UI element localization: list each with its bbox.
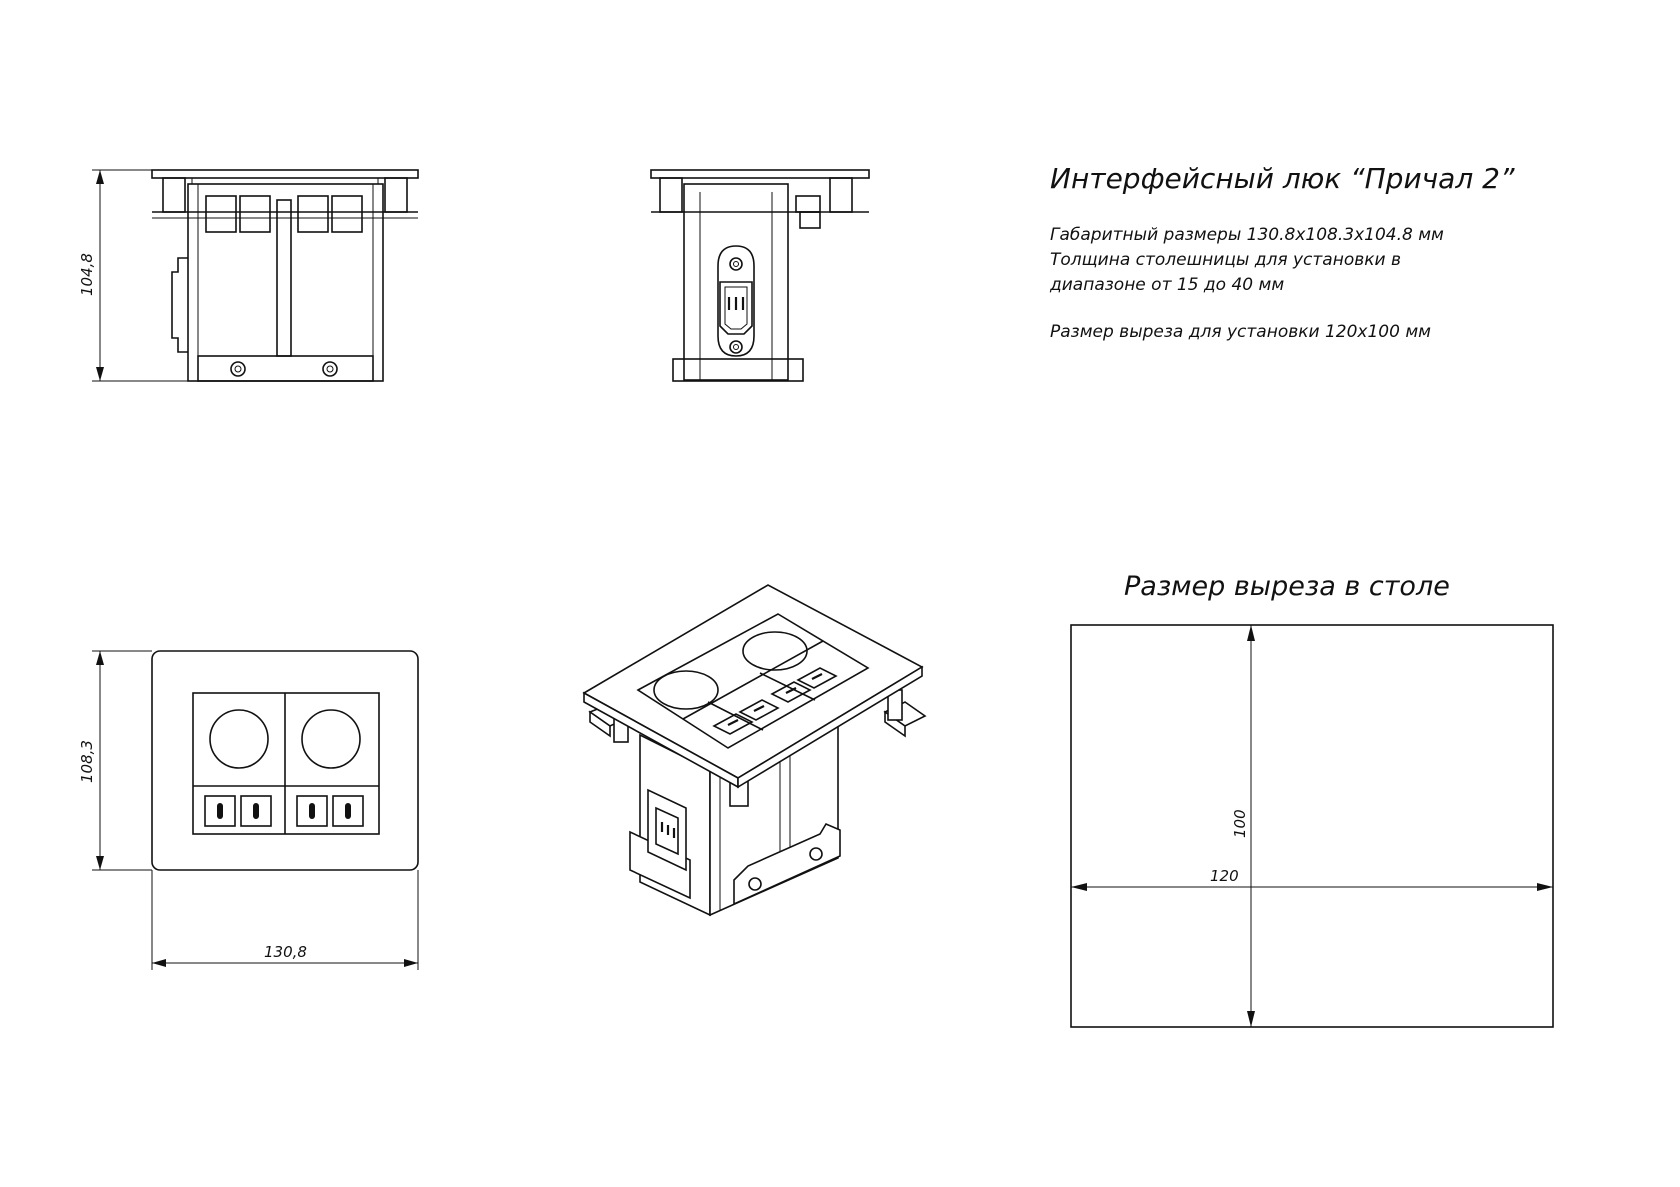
screw-icon [748, 877, 762, 891]
data-port-icon [240, 795, 272, 827]
dim-arrow [152, 959, 166, 967]
description-line-1: Габаритный размеры 130.8x108.3x104.8 мм [1050, 225, 1444, 245]
screw-icon [234, 365, 242, 373]
iso-faceplate-right-edge [737, 665, 923, 789]
side-top-flange [650, 169, 870, 179]
iso-module-split [759, 672, 816, 701]
iso-module-frame [636, 613, 870, 749]
cutout-title: Размер выреза в столе [1124, 571, 1450, 602]
front-body [187, 183, 384, 382]
dim-arrow [1071, 883, 1087, 891]
dim-arrow [96, 367, 104, 381]
iec-power-inlet-icon [647, 788, 687, 872]
side-right-clamp [829, 177, 853, 213]
iso-module-split [707, 701, 764, 731]
front-module-tab-1 [205, 195, 237, 233]
front-module-tab-3 [297, 195, 329, 233]
data-port-icon [796, 667, 838, 689]
data-port-icon [296, 795, 328, 827]
dim-arrow [1247, 625, 1255, 641]
front-bottom-plate [197, 355, 374, 382]
iso-faceplate-top [582, 584, 924, 779]
front-flange-lip [191, 177, 379, 185]
dim-arrow [96, 651, 104, 665]
isometric-view [582, 584, 927, 917]
screw-icon [322, 361, 338, 377]
side-clip-lower [799, 211, 821, 229]
title-block: Интерфейсный люк “Причал 2” Габаритный р… [1049, 162, 1515, 342]
round-socket-icon [301, 709, 361, 769]
top-view: 108,3 130,8 [78, 650, 419, 970]
round-socket-icon [742, 631, 808, 671]
front-right-clamp [384, 177, 408, 213]
screw-icon [230, 361, 246, 377]
data-port-icon [712, 713, 754, 735]
dim-arrow [1247, 1011, 1255, 1027]
description-line-2: Толщина столешницы для установки в [1050, 250, 1401, 270]
iso-module-divider [682, 640, 824, 720]
front-module-tab-2 [239, 195, 271, 233]
top-width-label: 130,8 [264, 943, 307, 961]
round-socket-icon [209, 709, 269, 769]
cutout-rectangle [1070, 624, 1554, 1028]
cutout-height-label: 100 [1231, 809, 1249, 838]
side-clip [795, 195, 821, 213]
screw-icon [326, 365, 334, 373]
dim-arrow [1537, 883, 1553, 891]
front-center-divider [276, 199, 292, 357]
data-port-icon [770, 681, 812, 703]
top-height-label: 108,3 [78, 740, 96, 783]
data-port-icon [332, 795, 364, 827]
round-socket-icon [653, 670, 719, 710]
top-faceplate [151, 650, 419, 871]
cutout-width-label: 120 [1210, 867, 1239, 885]
front-height-label: 104,8 [78, 253, 96, 296]
dim-arrow [96, 856, 104, 870]
front-left-clamp [162, 177, 186, 213]
side-bottom-feet [672, 358, 804, 382]
description-line-3: диапазоне от 15 до 40 мм [1049, 275, 1284, 295]
dim-arrow [96, 170, 104, 184]
front-module-tab-4 [331, 195, 363, 233]
front-top-flange [151, 169, 419, 179]
data-port-icon [204, 795, 236, 827]
side-body [683, 183, 789, 381]
screw-icon [809, 847, 823, 861]
dim-arrow [404, 959, 418, 967]
iso-left-clamp-edge [589, 710, 611, 738]
front-view: 104,8 [78, 169, 419, 382]
iec-power-inlet-icon [717, 245, 755, 357]
drawing-title: Интерфейсный люк “Причал 2” [1050, 162, 1515, 195]
front-side-latch [171, 257, 188, 353]
cutout-view: Размер выреза в столе 120 100 [1070, 571, 1554, 1028]
side-view [650, 169, 870, 382]
top-module-frame [192, 692, 380, 835]
data-port-icon [738, 699, 780, 721]
description-line-5: Размер выреза для установки 120x100 мм [1050, 322, 1431, 342]
side-left-clamp [659, 177, 683, 213]
